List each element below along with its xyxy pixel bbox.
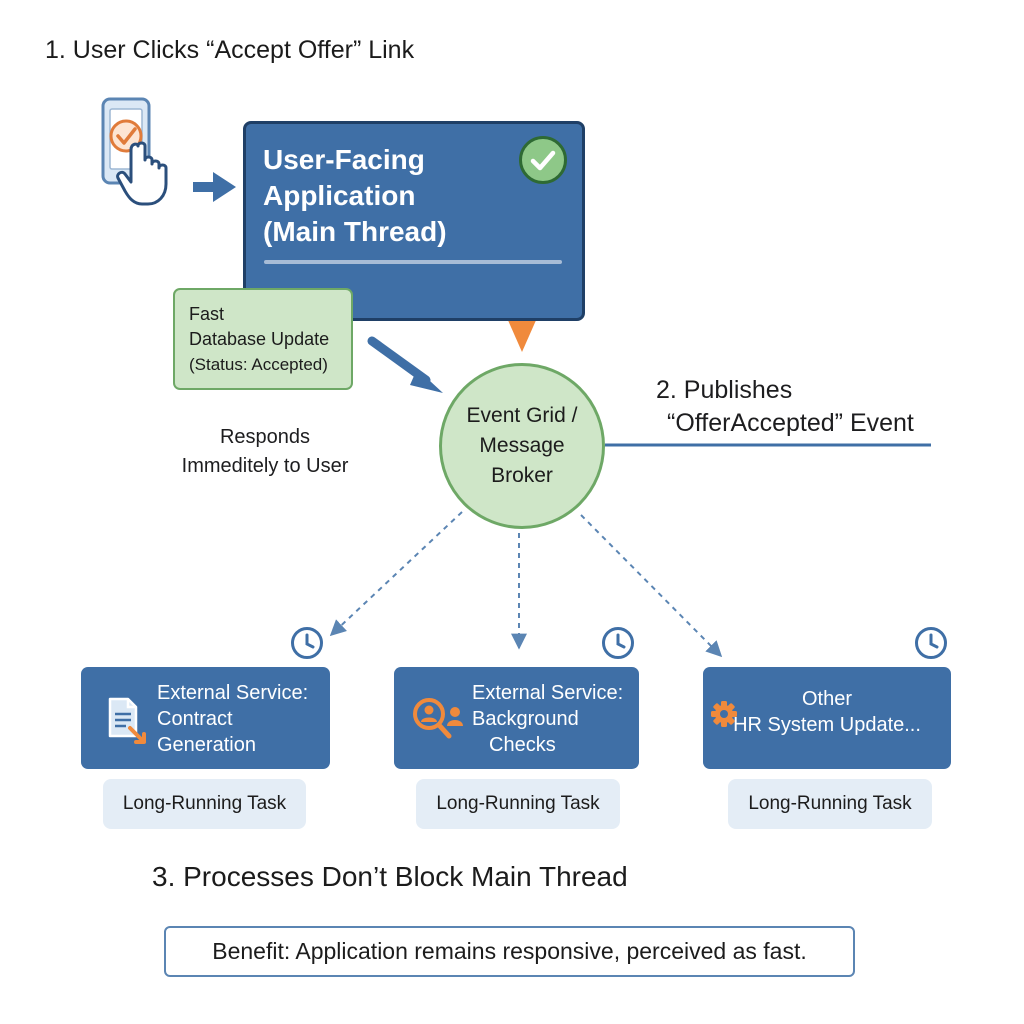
document-icon [108,697,146,744]
main-app-title-line: Application [263,180,416,211]
publishes-label: 2. Publishes “OfferAccepted” Event [622,374,932,440]
broker-line: Message [479,434,565,457]
publishes-event-name: “OfferAccepted” Event [667,409,914,437]
event-broker-node: Event Grid / Message Broker [439,363,605,529]
long-running-task-badge: Long-Running Task [416,779,620,829]
service-line: External Service: [157,682,309,704]
service-hr-label: Other HR System Update... [703,686,951,738]
service-line: Checks [489,734,556,756]
broker-line: Broker [491,464,553,487]
gear-icon [711,701,737,727]
check-circle-icon [519,136,567,184]
main-application-box: User-Facing Application (Main Thread) [243,121,585,321]
db-update-status: (Status: Accepted) [189,355,328,374]
service-line: Generation [157,734,256,756]
dashed-arrow-contract [329,511,463,637]
main-app-title-line: User-Facing [263,144,425,175]
clock-icon [915,627,947,659]
service-background-checks: External Service: Background Checks [394,667,639,769]
long-running-task-badge: Long-Running Task [728,779,932,829]
responds-line: Responds [219,426,311,448]
service-contract-label: External Service: Contract Generation [157,680,308,758]
main-application-title: User-Facing Application (Main Thread) [263,142,513,250]
step-3-label: 3. Processes Don’t Block Main Thread [152,861,628,892]
phone-tap-icon [101,97,168,206]
long-running-task-badge: Long-Running Task [103,779,306,829]
main-app-progress-bar [264,260,562,264]
responds-line: Immeditely to User [181,455,349,477]
clock-icon [291,627,323,659]
database-update-box: Fast Database Update (Status: Accepted) [173,288,353,390]
dashed-arrow-other [580,514,723,658]
person-search-icon [413,698,463,739]
db-update-line: Fast [189,304,225,324]
event-broker-label: Event Grid / Message Broker [452,401,592,491]
service-line: Contract [157,708,233,730]
benefit-box: Benefit: Application remains responsive,… [164,926,855,977]
publishes-line: 2. Publishes [656,376,793,404]
db-to-broker-arrow [367,336,443,393]
db-update-line: Database Update [189,329,330,349]
phone-to-app-arrow [193,172,236,202]
main-app-title-line: (Main Thread) [263,216,447,247]
service-line: Background [472,708,579,730]
responds-label: Responds Immeditely to User [160,423,370,481]
step-1-label: 1. User Clicks “Accept Offer” Link [45,36,415,64]
service-line: HR System Update... [733,714,921,736]
service-line: Other [801,688,853,710]
broker-line: Event Grid / [466,404,578,427]
service-hr-system-update: Other HR System Update... [703,667,951,769]
service-line: External Service: [472,682,624,704]
service-background-label: External Service: Background Checks [472,680,623,758]
clock-icon [602,627,634,659]
service-contract-generation: External Service: Contract Generation [81,667,330,769]
